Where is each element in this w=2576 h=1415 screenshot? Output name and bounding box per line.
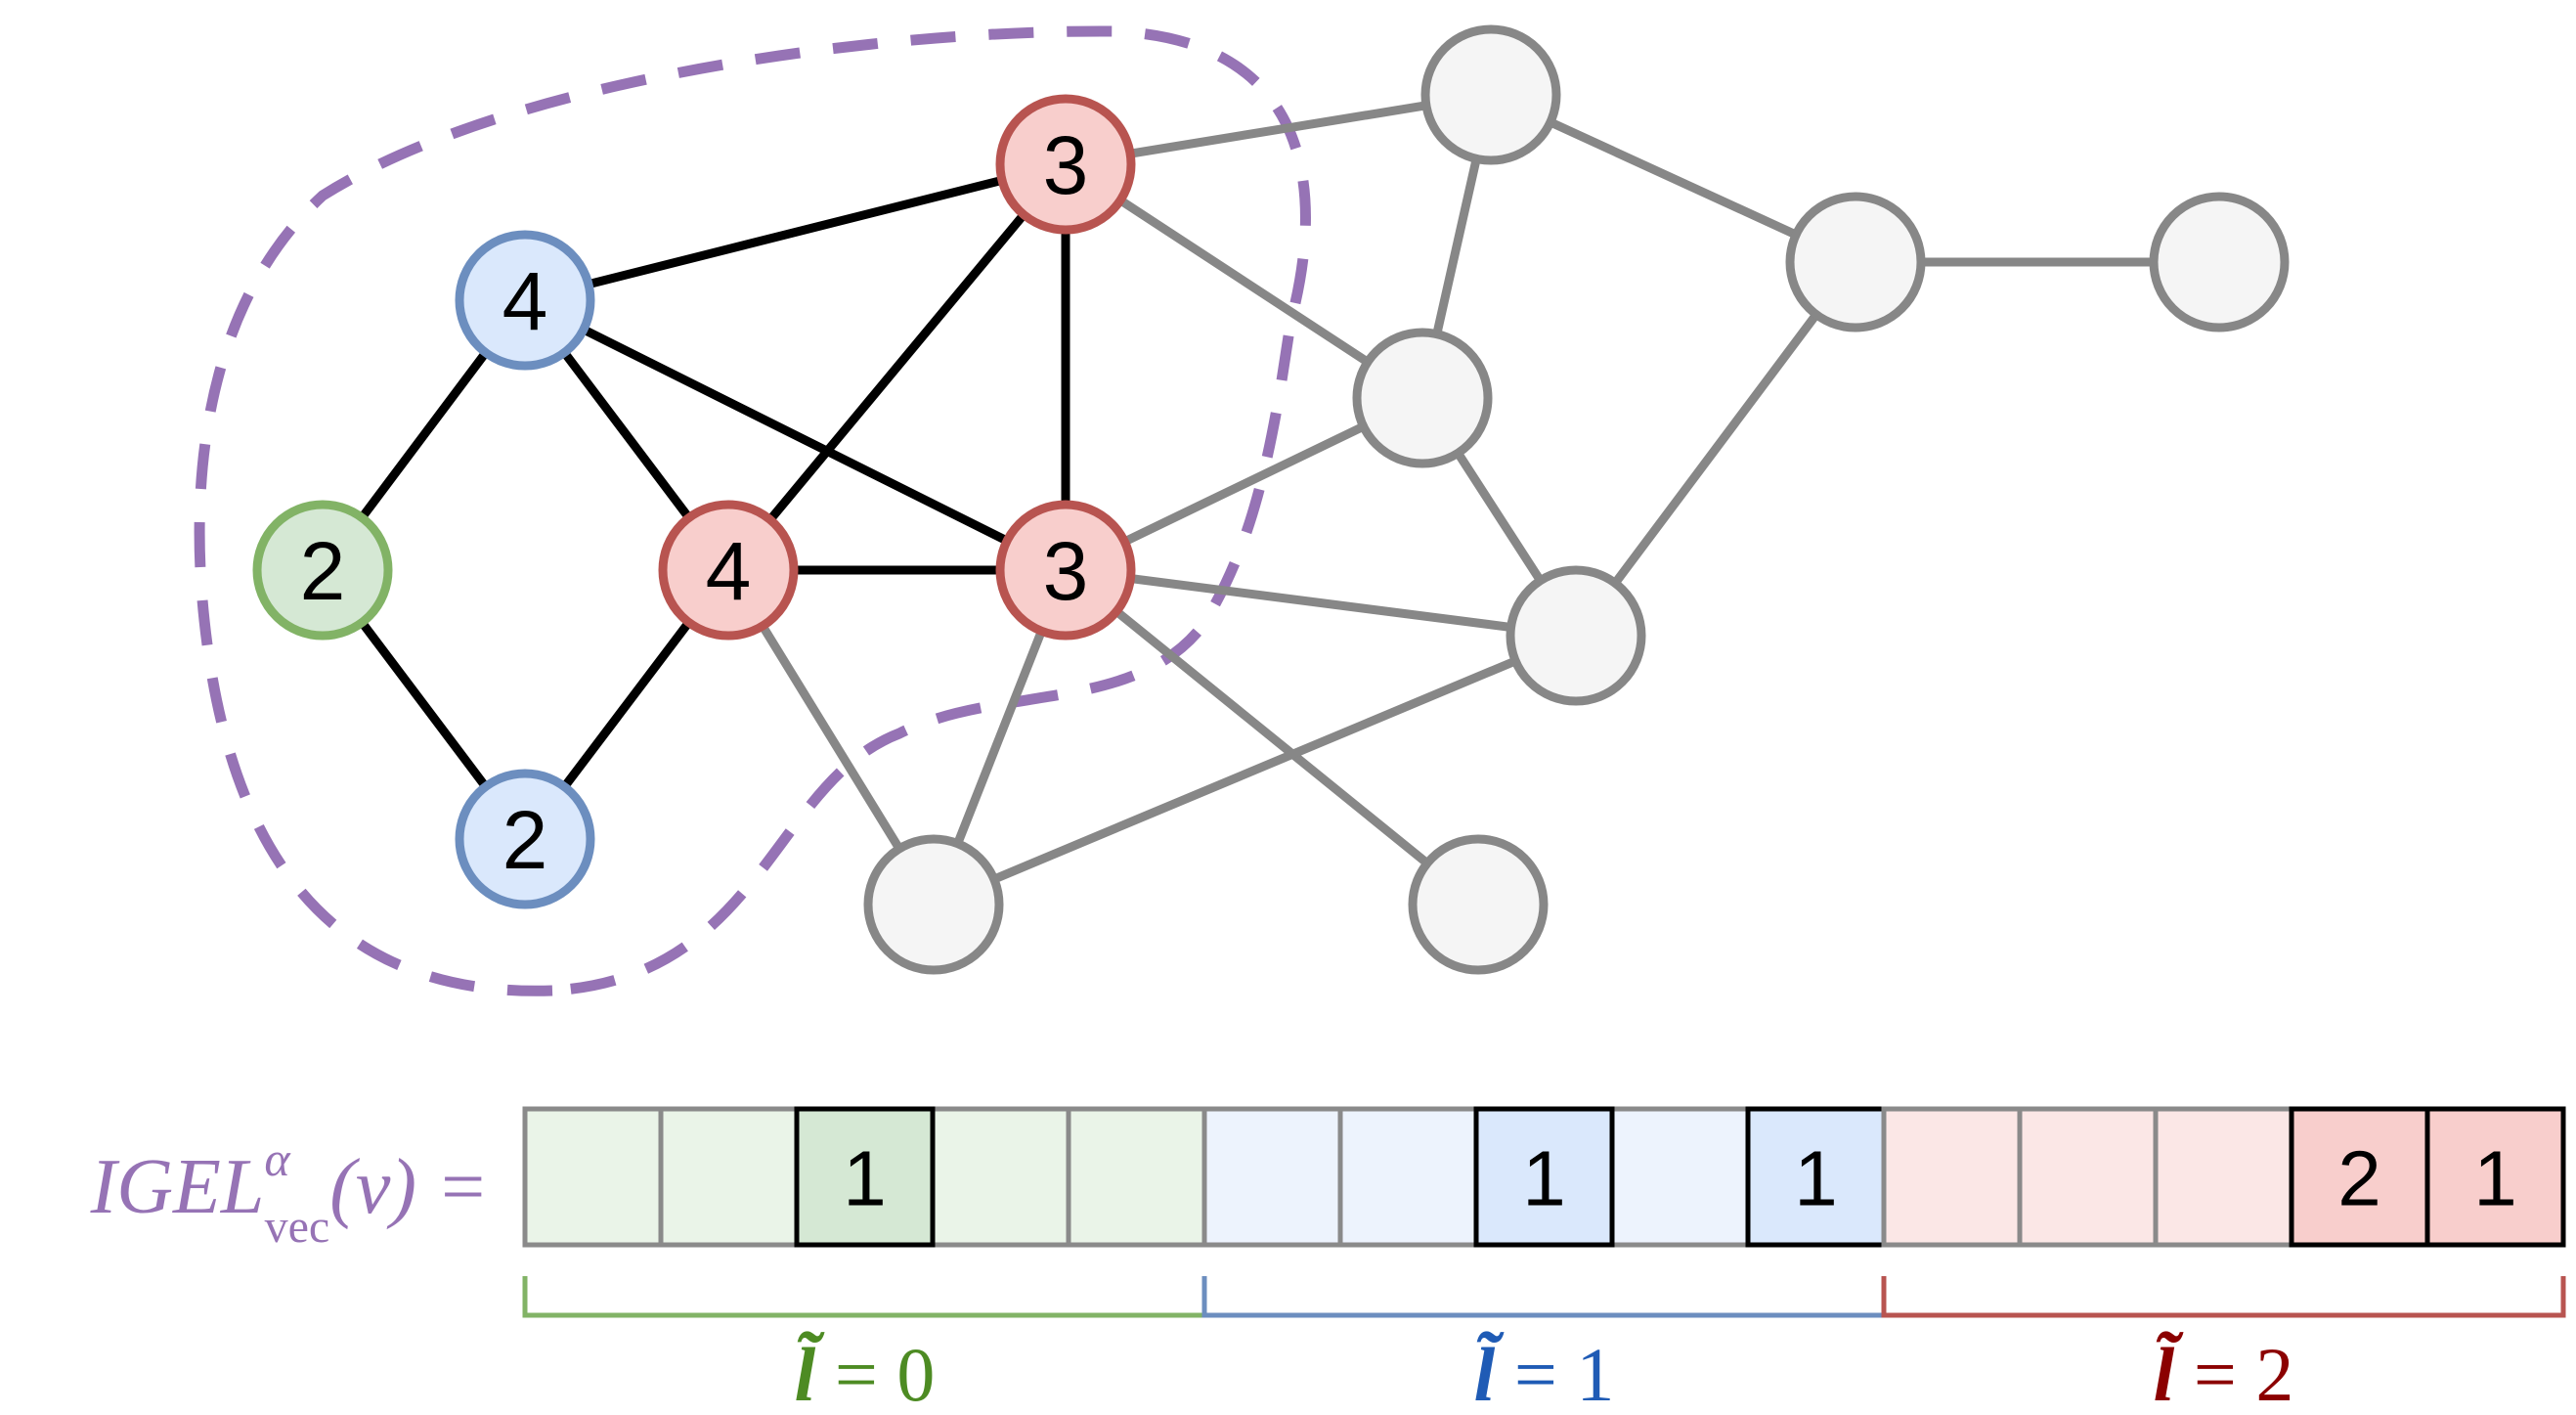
graph-node-circle — [995, 500, 1136, 641]
vector-cell — [1066, 1106, 1207, 1248]
graph-edges — [318, 90, 2224, 909]
graph-node-label: 2 — [502, 794, 548, 886]
vector-cell — [2017, 1106, 2159, 1248]
graph-node-label: 4 — [502, 255, 548, 347]
graph-edge — [723, 159, 1070, 575]
graph-edge — [1061, 565, 1581, 641]
vector-cell-box — [1337, 1106, 1479, 1248]
graph-node: 2 — [252, 500, 393, 641]
vector-cell — [1201, 1106, 1343, 1248]
graph-node-circle — [1408, 834, 1549, 975]
vector-cell: 1 — [2424, 1106, 2566, 1248]
graph-node — [1506, 565, 1646, 706]
distance-label: l̃ = 2 — [2154, 1331, 2294, 1415]
equation-argument: (v) = — [329, 1144, 489, 1230]
graph-node: 3 — [995, 500, 1136, 641]
graph-node — [2149, 192, 2290, 332]
vector-cell-box — [2153, 1106, 2294, 1248]
graph-edge — [520, 159, 1070, 305]
bracket-line — [1201, 1276, 1887, 1318]
graph-node — [1420, 24, 1561, 165]
graph-node-circle — [1420, 24, 1561, 165]
vector-cell-value: 1 — [843, 1135, 887, 1222]
graph-node — [1352, 328, 1493, 468]
vector-cell — [1881, 1106, 2023, 1248]
igel-vector-equation: IGELα vec(v) = — [90, 1131, 489, 1253]
graph-node-circle — [658, 500, 799, 641]
graph-node-circle — [863, 834, 1004, 975]
vector-cell-box — [1881, 1106, 2023, 1248]
graph-node-label: 2 — [300, 525, 346, 617]
distance-bracket: l̃ = 1 — [1201, 1276, 1887, 1415]
graph-node-circle — [2149, 192, 2290, 332]
graph-node: 4 — [658, 500, 799, 641]
vector-cell — [930, 1106, 1071, 1248]
vector-cell-box — [1473, 1106, 1615, 1248]
vector-cell-box — [1201, 1106, 1343, 1248]
bracket-line — [522, 1276, 1207, 1318]
graph-node — [1408, 834, 1549, 975]
distance-value: = 2 — [2174, 1332, 2293, 1415]
vector-cell-box — [1609, 1106, 1751, 1248]
graph-node: 2 — [455, 769, 595, 909]
graph-node-circle — [252, 500, 393, 641]
equation-subscript: vec — [265, 1201, 330, 1253]
vector-cell-box — [2424, 1106, 2566, 1248]
graph-node-circle — [1506, 565, 1646, 706]
bracket-line — [1881, 1276, 2566, 1318]
igel-vector: 1 1 1 2 1 — [522, 1106, 2566, 1248]
graph-nodes: 2 4 2 4 3 3 — [252, 24, 2290, 975]
graph-edge — [1571, 257, 1860, 641]
vector-cell — [1337, 1106, 1479, 1248]
distance-value: = 1 — [1495, 1332, 1614, 1415]
vector-cell — [1609, 1106, 1751, 1248]
vector-cell-box — [1066, 1106, 1207, 1248]
graph-node-circle — [995, 94, 1136, 235]
vector-cell — [658, 1106, 800, 1248]
distance-bracket: l̃ = 2 — [1881, 1276, 2566, 1415]
graph-node-circle — [455, 230, 595, 371]
graph-node-label: 3 — [1043, 119, 1089, 211]
ego-network-boundary — [194, 25, 1311, 996]
vector-cell-value: 1 — [2473, 1135, 2517, 1222]
vector-cell: 1 — [794, 1106, 936, 1248]
distance-value: = 0 — [815, 1332, 935, 1415]
graph-edge — [520, 295, 1070, 575]
distance-label: l̃ = 0 — [795, 1331, 936, 1415]
vector-cell-value: 1 — [1522, 1135, 1566, 1222]
graph-node — [863, 834, 1004, 975]
graph-node: 4 — [455, 230, 595, 371]
vector-cell-box — [930, 1106, 1071, 1248]
graph-edge — [1061, 90, 1496, 169]
graph-node-circle — [455, 769, 595, 909]
distance-label: l̃ = 1 — [1474, 1331, 1615, 1415]
vector-cell-value: 1 — [1794, 1135, 1838, 1222]
graph-edge — [1061, 159, 1427, 403]
vector-cell: 2 — [2289, 1106, 2430, 1248]
vector-cell: 1 — [1745, 1106, 1887, 1248]
graph-node-circle — [1785, 192, 1926, 332]
equation-main: IGEL — [90, 1144, 265, 1230]
graph-node — [1785, 192, 1926, 332]
vector-cell: 1 — [1473, 1106, 1615, 1248]
vector-cell-box — [658, 1106, 800, 1248]
vector-cell-box — [794, 1106, 936, 1248]
graph-node-label: 3 — [1043, 525, 1089, 617]
distance-bracket: l̃ = 0 — [522, 1276, 1207, 1415]
graph-edge — [929, 631, 1581, 909]
graph-node-circle — [1352, 328, 1493, 468]
vector-cell-box — [522, 1106, 664, 1248]
vector-cell-box — [2017, 1106, 2159, 1248]
vector-cell-value: 2 — [2337, 1135, 2381, 1222]
vector-cell-box — [2289, 1106, 2430, 1248]
vector-cell — [2153, 1106, 2294, 1248]
vector-cell — [522, 1106, 664, 1248]
equation-superscript: α — [264, 1131, 291, 1186]
vector-cell-box — [1745, 1106, 1887, 1248]
graph-node-label: 4 — [706, 525, 752, 617]
distance-brackets: l̃ = 0 l̃ = 1 l̃ = 2 — [522, 1276, 2566, 1415]
graph-edge — [1061, 565, 1483, 909]
graph-node: 3 — [995, 94, 1136, 235]
